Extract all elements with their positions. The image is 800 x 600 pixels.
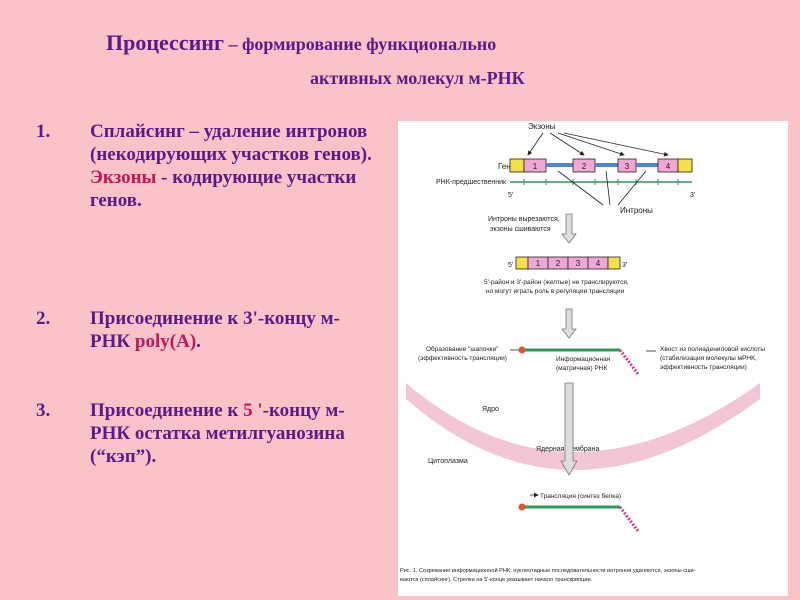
exon-number: 2	[556, 259, 561, 268]
title-main: Процессинг	[106, 30, 224, 55]
step1-text-1: Интроны вырезаются,	[488, 216, 560, 223]
figure-caption-1: Рис. 1. Созревание информационной РНК: н…	[400, 567, 696, 574]
process-arrow	[561, 213, 577, 244]
five-prime-label: 5'	[508, 192, 513, 199]
exon-number: 3	[576, 259, 581, 268]
step1-text-2: экзоны сшиваются	[490, 226, 551, 233]
list-item: 1. Сплайсинг – удаление интронов (некоди…	[36, 120, 376, 282]
tail-text-1: Хвост из полиадениловой кислоты	[660, 345, 765, 353]
utr-block	[677, 158, 693, 173]
list-item-number: 1.	[36, 121, 51, 142]
step2-text-1: 5'-район и 3'-район (желтые) не транслир…	[484, 278, 629, 286]
three-prime-label: 3'	[622, 262, 627, 269]
list-item-text: Присоединение к 5 '-концу м-РНК остатка …	[90, 400, 345, 467]
list-item-text: Присоединение к 3'-концу м-РНК poly(A).	[90, 308, 340, 352]
tail-text-2: (стабилизация молекулы мРНК,	[660, 354, 757, 362]
exon-number: 3	[625, 162, 630, 171]
figure-caption-2: ваются (сплайсинг). Стрелка на 5'-конце …	[400, 576, 593, 583]
translation-label: Трансляция (синтез белка)	[540, 492, 621, 500]
text-span: Присоединение к 3'-концу м-РНК	[90, 308, 340, 352]
list-item-number: 2.	[36, 308, 51, 329]
list-item: 2. Присоединение к 3'-концу м-РНК poly(A…	[36, 307, 376, 399]
exon-pointer	[557, 132, 625, 157]
pre-rna-label: РНК-предшественник	[436, 179, 507, 186]
intron-pointer	[605, 170, 611, 206]
process-arrow	[561, 308, 577, 339]
accent-span: poly(A)	[134, 331, 197, 352]
exon-pointer	[527, 132, 544, 156]
exons-label: Экзоны	[528, 122, 556, 131]
exon-number: 1	[533, 162, 538, 171]
accent-span: Экзоны	[90, 167, 157, 188]
processing-steps-list: 1. Сплайсинг – удаление интронов (некоди…	[36, 120, 376, 468]
introns-label: Интроны	[620, 206, 653, 215]
list-item: 3. Присоединение к 5 '-концу м-РНК остат…	[36, 399, 376, 468]
text-span: - кодирующие участки генов.	[90, 167, 357, 211]
utr-block	[607, 256, 621, 270]
three-prime-label: 3'	[690, 192, 695, 199]
text-span: .	[196, 331, 201, 352]
text-span: Сплайсинг – удаление интронов (некодирую…	[90, 121, 372, 165]
mrna-text-1: Информационная	[556, 356, 611, 363]
pre-rna-ticks	[523, 179, 679, 185]
gene-label: Ген	[498, 162, 511, 171]
polya-tail	[618, 349, 640, 375]
title-subtitle-1: – формирование функционально	[223, 34, 497, 54]
exon-number: 2	[582, 162, 587, 171]
step2-text-2: но могут играть роль в регуляции трансля…	[486, 288, 625, 295]
list-item-text: Сплайсинг – удаление интронов (некодирую…	[90, 121, 372, 211]
text-span: -концу м-РНК остатка метилгуанозина (“кэ…	[90, 400, 345, 467]
list-item-number: 3.	[36, 400, 51, 421]
exon-pointer	[563, 132, 669, 157]
utr-block	[509, 158, 525, 173]
five-prime-label: 5'	[508, 262, 513, 269]
export-arrow	[560, 382, 578, 476]
cytoplasm-label: Цитоплазма	[428, 458, 468, 465]
mrna-text-2: (матричная) РНК	[556, 365, 607, 372]
exon-pointer	[549, 132, 585, 156]
intron-pointer	[617, 170, 647, 206]
exon-number: 4	[596, 259, 601, 268]
figure-svg: Экзоны Ген 1 2 3 4 РНК-предшественник 5'…	[400, 122, 765, 583]
exon-number: 4	[666, 162, 671, 171]
text-span: Присоединение к	[90, 400, 244, 421]
cap-text-2: (эффективность трансляции)	[418, 355, 507, 362]
cap-text-1: Образование "шапочки"	[426, 345, 499, 353]
polya-tail	[618, 506, 640, 532]
utr-block	[515, 256, 529, 270]
cap-marker	[518, 346, 526, 354]
title-line-1: Процессинг – формирование функционально	[106, 30, 496, 56]
title-subtitle-2: активных молекул м-РНК	[310, 68, 525, 88]
cap-marker	[518, 503, 526, 511]
tail-text-3: эффективность трансляции)	[660, 364, 747, 371]
nucleus-label: Ядро	[482, 406, 499, 413]
accent-span: 5 '	[243, 400, 263, 421]
intron-pointer	[557, 170, 604, 206]
nuclear-membrane	[406, 383, 760, 470]
exon-number: 1	[536, 259, 541, 268]
mrna-maturation-figure: Экзоны Ген 1 2 3 4 РНК-предшественник 5'…	[398, 121, 788, 596]
